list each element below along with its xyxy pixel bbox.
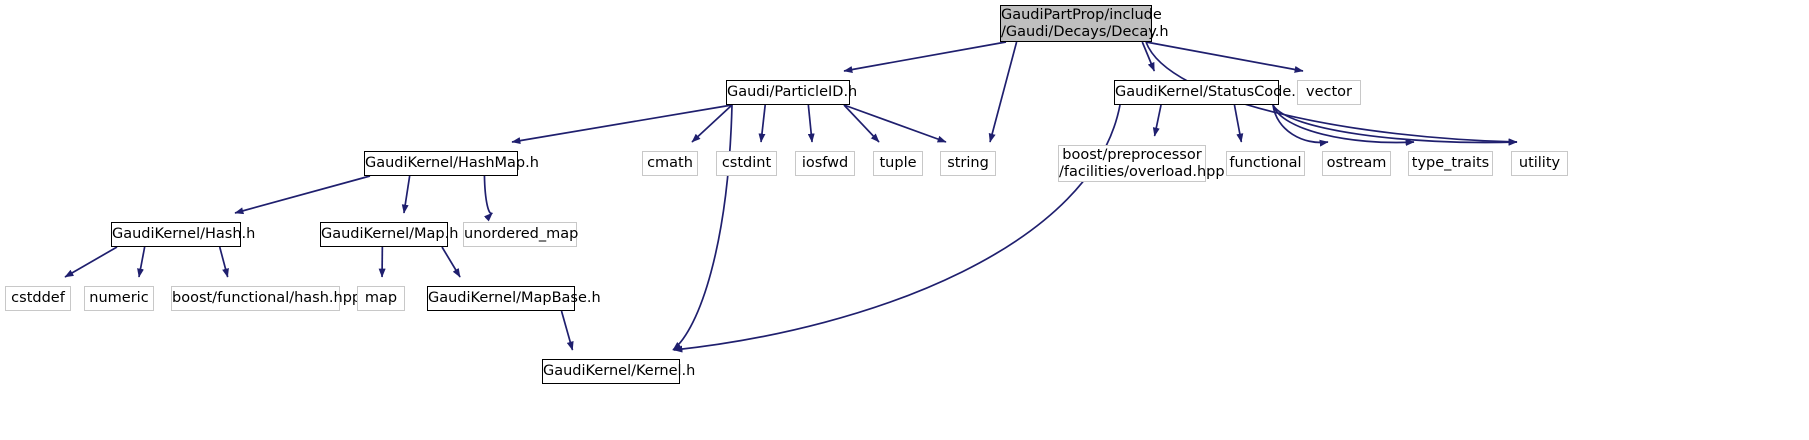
graph-node-label: utility [1518, 155, 1561, 172]
graph-node-label: GaudiKernel/HashMap.h [365, 155, 539, 172]
graph-node-iosfwd[interactable]: iosfwd [795, 151, 855, 176]
graph-node-label: GaudiKernel/StatusCode.h [1115, 84, 1306, 101]
graph-edge-hash-to-boosthash [218, 246, 229, 278]
graph-edge-particleid-to-iosfwd [807, 104, 815, 143]
graph-node-label: map [364, 290, 398, 307]
graph-node-mapbase[interactable]: GaudiKernel/MapBase.h [427, 286, 601, 311]
graph-node-label: boost/functional/hash.hpp [172, 290, 362, 307]
graph-edge-hash-to-numeric [137, 246, 146, 278]
graph-node-map_h[interactable]: GaudiKernel/Map.h [320, 222, 459, 247]
graph-node-label: GaudiPartProp/include /Gaudi/Decays/Deca… [1001, 7, 1169, 40]
graph-edge-statuscode-to-utility [1272, 104, 1518, 146]
graph-node-string[interactable]: string [940, 151, 996, 176]
graph-node-vector[interactable]: vector [1297, 80, 1361, 105]
graph-node-label: iosfwd [801, 155, 849, 172]
graph-node-map[interactable]: map [357, 286, 405, 311]
graph-node-label: string [947, 155, 989, 172]
graph-node-label: unordered_map [464, 226, 579, 243]
graph-node-label: GaudiKernel/MapBase.h [428, 290, 601, 307]
graph-node-label: type_traits [1411, 155, 1490, 172]
graph-node-label: functional [1229, 155, 1302, 172]
graph-edge-hash-to-cstddef [64, 246, 118, 278]
graph-node-utility[interactable]: utility [1511, 151, 1568, 176]
graph-edge-statuscode-to-boostpp [1152, 104, 1162, 137]
graph-node-label: cstddef [11, 290, 65, 307]
graph-edge-statuscode-to-ostream [1272, 104, 1329, 147]
graph-node-label: GaudiKernel/Kernel.h [543, 363, 696, 380]
graph-node-label: boost/preprocessor /facilities/overload.… [1059, 147, 1225, 180]
graph-node-boosthash[interactable]: boost/functional/hash.hpp [171, 286, 362, 311]
graph-node-statuscode[interactable]: GaudiKernel/StatusCode.h [1114, 80, 1306, 105]
graph-edge-map_h-to-mapbase [441, 246, 461, 278]
graph-edge-particleid-to-cmath [691, 104, 733, 143]
graph-node-label: ostream [1326, 155, 1387, 172]
graph-node-cstddef[interactable]: cstddef [5, 286, 71, 311]
graph-edge-decay-to-vector [1145, 41, 1304, 73]
graph-edge-particleid-to-string [843, 104, 947, 143]
graph-edge-mapbase-to-kernel [560, 310, 574, 351]
graph-node-label: numeric [89, 290, 149, 307]
graph-node-numeric[interactable]: numeric [84, 286, 154, 311]
graph-edge-particleid-to-kernel [672, 104, 733, 351]
graph-edge-hashmap-to-hash [234, 175, 371, 215]
graph-node-ostream[interactable]: ostream [1322, 151, 1391, 176]
graph-edge-statuscode-to-kernel [673, 104, 1121, 353]
graph-node-hash[interactable]: GaudiKernel/Hash.h [111, 222, 256, 247]
graph-edge-statuscode-to-functional [1233, 104, 1244, 143]
graph-node-cstdint[interactable]: cstdint [716, 151, 777, 176]
graph-node-unordered_map[interactable]: unordered_map [463, 222, 579, 247]
graph-node-label: GaudiKernel/Map.h [321, 226, 459, 243]
graph-node-cmath[interactable]: cmath [642, 151, 698, 176]
graph-node-hashmap[interactable]: GaudiKernel/HashMap.h [364, 151, 539, 176]
graph-node-boostpp[interactable]: boost/preprocessor /facilities/overload.… [1058, 145, 1225, 182]
graph-node-label: Gaudi/ParticleID.h [727, 84, 858, 101]
graph-node-kernel[interactable]: GaudiKernel/Kernel.h [542, 359, 696, 384]
graph-edge-particleid-to-tuple [843, 104, 880, 143]
graph-edge-statuscode-to-type_traits [1272, 104, 1415, 146]
graph-node-label: tuple [879, 155, 917, 172]
graph-node-label: cstdint [721, 155, 772, 172]
graph-edge-hashmap-to-unordered_map [483, 175, 493, 222]
graph-node-particleid[interactable]: Gaudi/ParticleID.h [726, 80, 858, 105]
graph-node-label: GaudiKernel/Hash.h [112, 226, 256, 243]
graph-edge-particleid-to-hashmap [511, 104, 733, 145]
graph-edge-decay-to-statuscode [1141, 41, 1156, 72]
graph-edge-decay-to-particleid [843, 41, 1007, 73]
graph-node-type_traits[interactable]: type_traits [1408, 151, 1493, 176]
graph-node-functional[interactable]: functional [1226, 151, 1305, 176]
graph-node-label: cmath [647, 155, 693, 172]
graph-node-tuple[interactable]: tuple [873, 151, 923, 176]
graph-edge-particleid-to-cstdint [758, 104, 767, 143]
graph-edge-hashmap-to-map_h [401, 175, 411, 214]
graph-edge-decay-to-string [988, 41, 1018, 143]
graph-node-label: vector [1306, 84, 1352, 101]
graph-node-decay[interactable]: GaudiPartProp/include /Gaudi/Decays/Deca… [1000, 5, 1169, 42]
